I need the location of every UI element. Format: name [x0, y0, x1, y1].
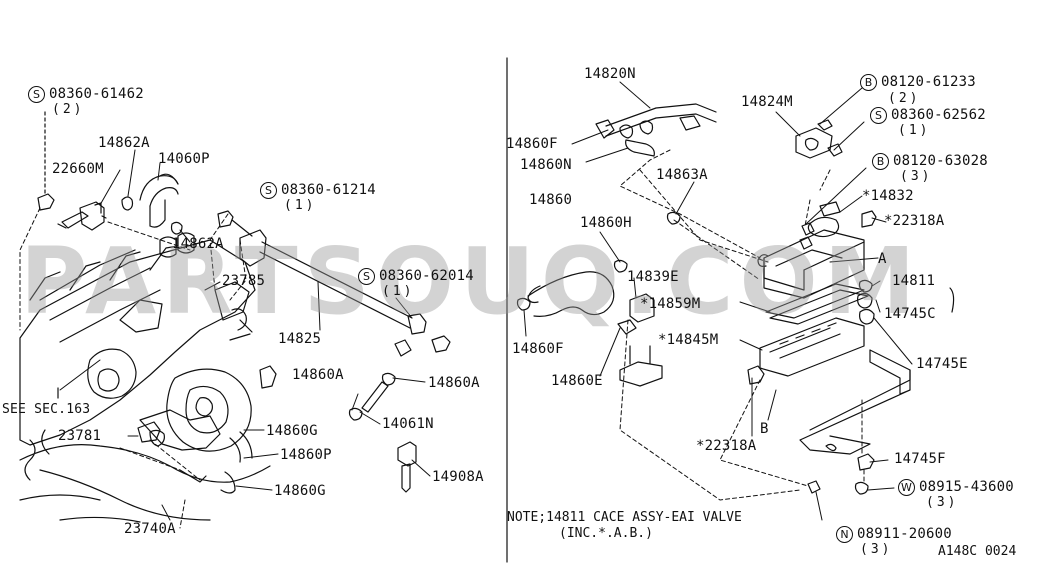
- see-section-ref: SEE SEC.163: [2, 402, 91, 417]
- part-label-14825: 14825: [278, 331, 322, 347]
- part-label-14820n: 14820N: [584, 66, 636, 82]
- part-label-b: B: [760, 421, 769, 437]
- callout-symbol-s: S: [358, 268, 375, 285]
- callout-qty: (2): [52, 102, 85, 117]
- part-label-14860: 14860: [529, 192, 573, 208]
- part-label-14745f: 14745F: [894, 451, 946, 467]
- part-label-14862a: 14862A: [172, 236, 224, 252]
- part-label-14860g: 14860G: [266, 423, 318, 439]
- callout-symbol-s: S: [28, 86, 45, 103]
- part-label-14839e: 14839E: [627, 269, 679, 285]
- intake-manifold-drawing: [19, 232, 277, 523]
- callout-symbol-n: N: [836, 526, 853, 543]
- part-label-14824m: 14824M: [741, 94, 793, 110]
- part-label-14860a: 14860A: [428, 375, 480, 391]
- callout-symbol-b: B: [872, 153, 889, 170]
- right-guide-lines: [619, 149, 865, 501]
- part-label-22318a: *22318A: [696, 438, 757, 454]
- part-label-14908a: 14908A: [432, 469, 484, 485]
- part-label-14859m: *14859M: [640, 296, 701, 312]
- diagram-code: A148C 0024: [938, 544, 1017, 559]
- callout-qty: (1): [382, 284, 415, 299]
- callout-part-number: 08120-61233: [881, 74, 976, 90]
- callout-symbol-b: B: [860, 74, 877, 91]
- callout-symbol-s: S: [870, 107, 887, 124]
- callout-part-number: 08915-43600: [919, 479, 1014, 495]
- part-label-a: A: [878, 251, 887, 267]
- callout-symbol-s: S: [260, 182, 277, 199]
- callout-part-number: 08911-20600: [857, 526, 952, 542]
- part-label-14860n: 14860N: [520, 157, 572, 173]
- callout-qty: (3): [926, 495, 959, 510]
- callout-part-number: 08360-62014: [379, 268, 474, 284]
- callout-qty: (1): [284, 198, 317, 213]
- eai-valve-drawing: [516, 103, 955, 495]
- callout-part-number: 08360-61214: [281, 182, 376, 198]
- part-label-14860e: 14860E: [551, 373, 603, 389]
- part-label-14862a: 14862A: [98, 135, 150, 151]
- left-guide-lines: [19, 207, 247, 529]
- callout-qty: (2): [888, 91, 921, 106]
- part-label-14863a: 14863A: [656, 167, 708, 183]
- part-label-14860h: 14860H: [580, 215, 632, 231]
- left-leader-lines: [59, 149, 431, 521]
- callout-part-number: 08360-62562: [891, 107, 986, 123]
- callout-part-number: 08360-61462: [49, 86, 144, 102]
- callout-qty: (3): [900, 169, 933, 184]
- part-label-23785: 23785: [222, 273, 266, 289]
- part-label-22660m: 22660M: [52, 161, 104, 177]
- part-label-14860f: 14860F: [506, 136, 558, 152]
- callout-part-number: 08120-63028: [893, 153, 988, 169]
- part-label-22318a: *22318A: [884, 213, 945, 229]
- note-line-1: NOTE;14811 CACE ASSY-EAI VALVE: [507, 510, 742, 525]
- part-label-23740a: 23740A: [124, 521, 176, 537]
- note-line-2: (INC.*.A.B.): [559, 526, 653, 541]
- part-label-14860g: 14860G: [274, 483, 326, 499]
- part-label-14860p: 14860P: [280, 447, 332, 463]
- part-label-14811: 14811: [892, 273, 936, 289]
- left-small-parts: [37, 111, 451, 494]
- part-label-14060p: 14060P: [158, 151, 210, 167]
- part-label-14061n: 14061N: [382, 416, 434, 432]
- part-label-14860a: 14860A: [292, 367, 344, 383]
- callout-qty: (3): [860, 542, 893, 557]
- part-label-14845m: *14845M: [658, 332, 719, 348]
- right-leader-lines: [523, 81, 913, 521]
- callout-symbol-w: W: [898, 479, 915, 496]
- callout-qty: (1): [898, 123, 931, 138]
- part-label-14832: *14832: [862, 188, 914, 204]
- part-label-14745c: 14745C: [884, 306, 936, 322]
- part-label-14745e: 14745E: [916, 356, 968, 372]
- part-label-23781: 23781: [58, 428, 102, 444]
- part-label-14860f: 14860F: [512, 341, 564, 357]
